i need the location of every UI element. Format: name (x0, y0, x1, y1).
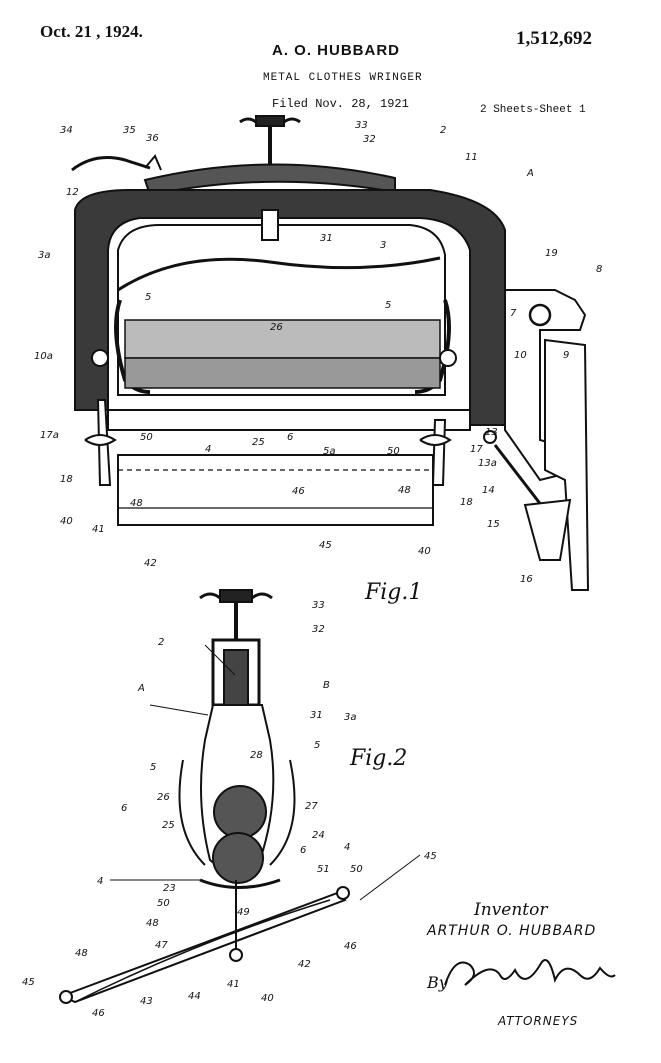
svg-text:49: 49 (237, 907, 250, 918)
svg-text:40: 40 (261, 993, 274, 1004)
svg-text:4: 4 (205, 444, 211, 455)
svg-text:5a: 5a (323, 446, 336, 457)
svg-text:42: 42 (144, 558, 157, 569)
svg-text:32: 32 (363, 134, 376, 145)
svg-text:50: 50 (350, 864, 363, 875)
svg-text:34: 34 (60, 125, 73, 136)
svg-text:11: 11 (465, 152, 478, 163)
inventor-heading: Inventor (474, 900, 547, 920)
svg-text:5: 5 (314, 740, 320, 751)
svg-text:24: 24 (312, 830, 325, 841)
svg-text:4: 4 (344, 842, 350, 853)
svg-text:19: 19 (545, 248, 558, 259)
svg-text:43: 43 (140, 996, 153, 1007)
svg-text:25: 25 (252, 437, 265, 448)
svg-text:26: 26 (270, 322, 283, 333)
svg-text:26: 26 (157, 792, 170, 803)
svg-text:13a: 13a (478, 458, 497, 469)
svg-text:17: 17 (470, 444, 483, 455)
svg-text:31: 31 (310, 710, 323, 721)
svg-text:17a: 17a (40, 430, 59, 441)
fig1-label: Fig.1 (365, 580, 422, 605)
svg-text:10: 10 (514, 350, 527, 361)
svg-text:41: 41 (92, 524, 105, 535)
svg-text:A: A (526, 168, 534, 179)
svg-text:36: 36 (146, 133, 159, 144)
svg-text:12: 12 (66, 187, 79, 198)
svg-text:41: 41 (227, 979, 240, 990)
svg-text:16: 16 (520, 574, 533, 585)
svg-text:50: 50 (140, 432, 153, 443)
svg-text:40: 40 (418, 546, 431, 557)
svg-text:33: 33 (355, 120, 368, 131)
svg-text:13: 13 (485, 427, 498, 438)
fig2-label: Fig.2 (350, 746, 407, 771)
svg-text:27: 27 (305, 801, 318, 812)
svg-text:5: 5 (385, 300, 391, 311)
svg-text:B: B (323, 680, 330, 691)
svg-text:32: 32 (312, 624, 325, 635)
svg-text:46: 46 (292, 486, 305, 497)
svg-text:48: 48 (398, 485, 411, 496)
svg-text:45: 45 (424, 851, 437, 862)
svg-text:33: 33 (312, 600, 325, 611)
svg-text:14: 14 (482, 485, 495, 496)
svg-text:28: 28 (250, 750, 263, 761)
svg-text:6: 6 (300, 845, 306, 856)
svg-text:48: 48 (75, 948, 88, 959)
svg-text:23: 23 (163, 883, 176, 894)
svg-text:5: 5 (145, 292, 151, 303)
svg-text:18: 18 (60, 474, 73, 485)
svg-text:5: 5 (150, 762, 156, 773)
svg-text:6: 6 (287, 432, 293, 443)
svg-text:48: 48 (130, 498, 143, 509)
inventor-full-name: ARTHUR O. HUBBARD (427, 923, 596, 939)
svg-text:44: 44 (188, 991, 201, 1002)
svg-text:47: 47 (155, 940, 168, 951)
svg-text:4: 4 (97, 876, 103, 887)
attorneys-label: ATTORNEYS (498, 1014, 578, 1028)
svg-text:46: 46 (344, 941, 357, 952)
svg-text:35: 35 (123, 125, 136, 136)
svg-text:6: 6 (121, 803, 127, 814)
svg-text:2: 2 (440, 125, 446, 136)
svg-text:48: 48 (146, 918, 159, 929)
svg-text:46: 46 (92, 1008, 105, 1019)
svg-text:42: 42 (298, 959, 311, 970)
svg-text:7: 7 (510, 308, 517, 319)
svg-text:3a: 3a (38, 250, 51, 261)
svg-text:18: 18 (460, 497, 473, 508)
svg-text:25: 25 (162, 820, 175, 831)
svg-text:50: 50 (387, 446, 400, 457)
svg-text:3: 3 (380, 240, 386, 251)
svg-text:8: 8 (596, 264, 602, 275)
svg-text:45: 45 (22, 977, 35, 988)
svg-text:31: 31 (320, 233, 333, 244)
svg-text:9: 9 (563, 350, 569, 361)
svg-text:50: 50 (157, 898, 170, 909)
svg-text:45: 45 (319, 540, 332, 551)
svg-text:40: 40 (60, 516, 73, 527)
svg-text:10a: 10a (34, 351, 53, 362)
svg-text:15: 15 (487, 519, 500, 530)
svg-text:51: 51 (317, 864, 330, 875)
svg-text:A: A (137, 683, 145, 694)
svg-text:3a: 3a (344, 712, 357, 723)
svg-text:2: 2 (158, 637, 164, 648)
